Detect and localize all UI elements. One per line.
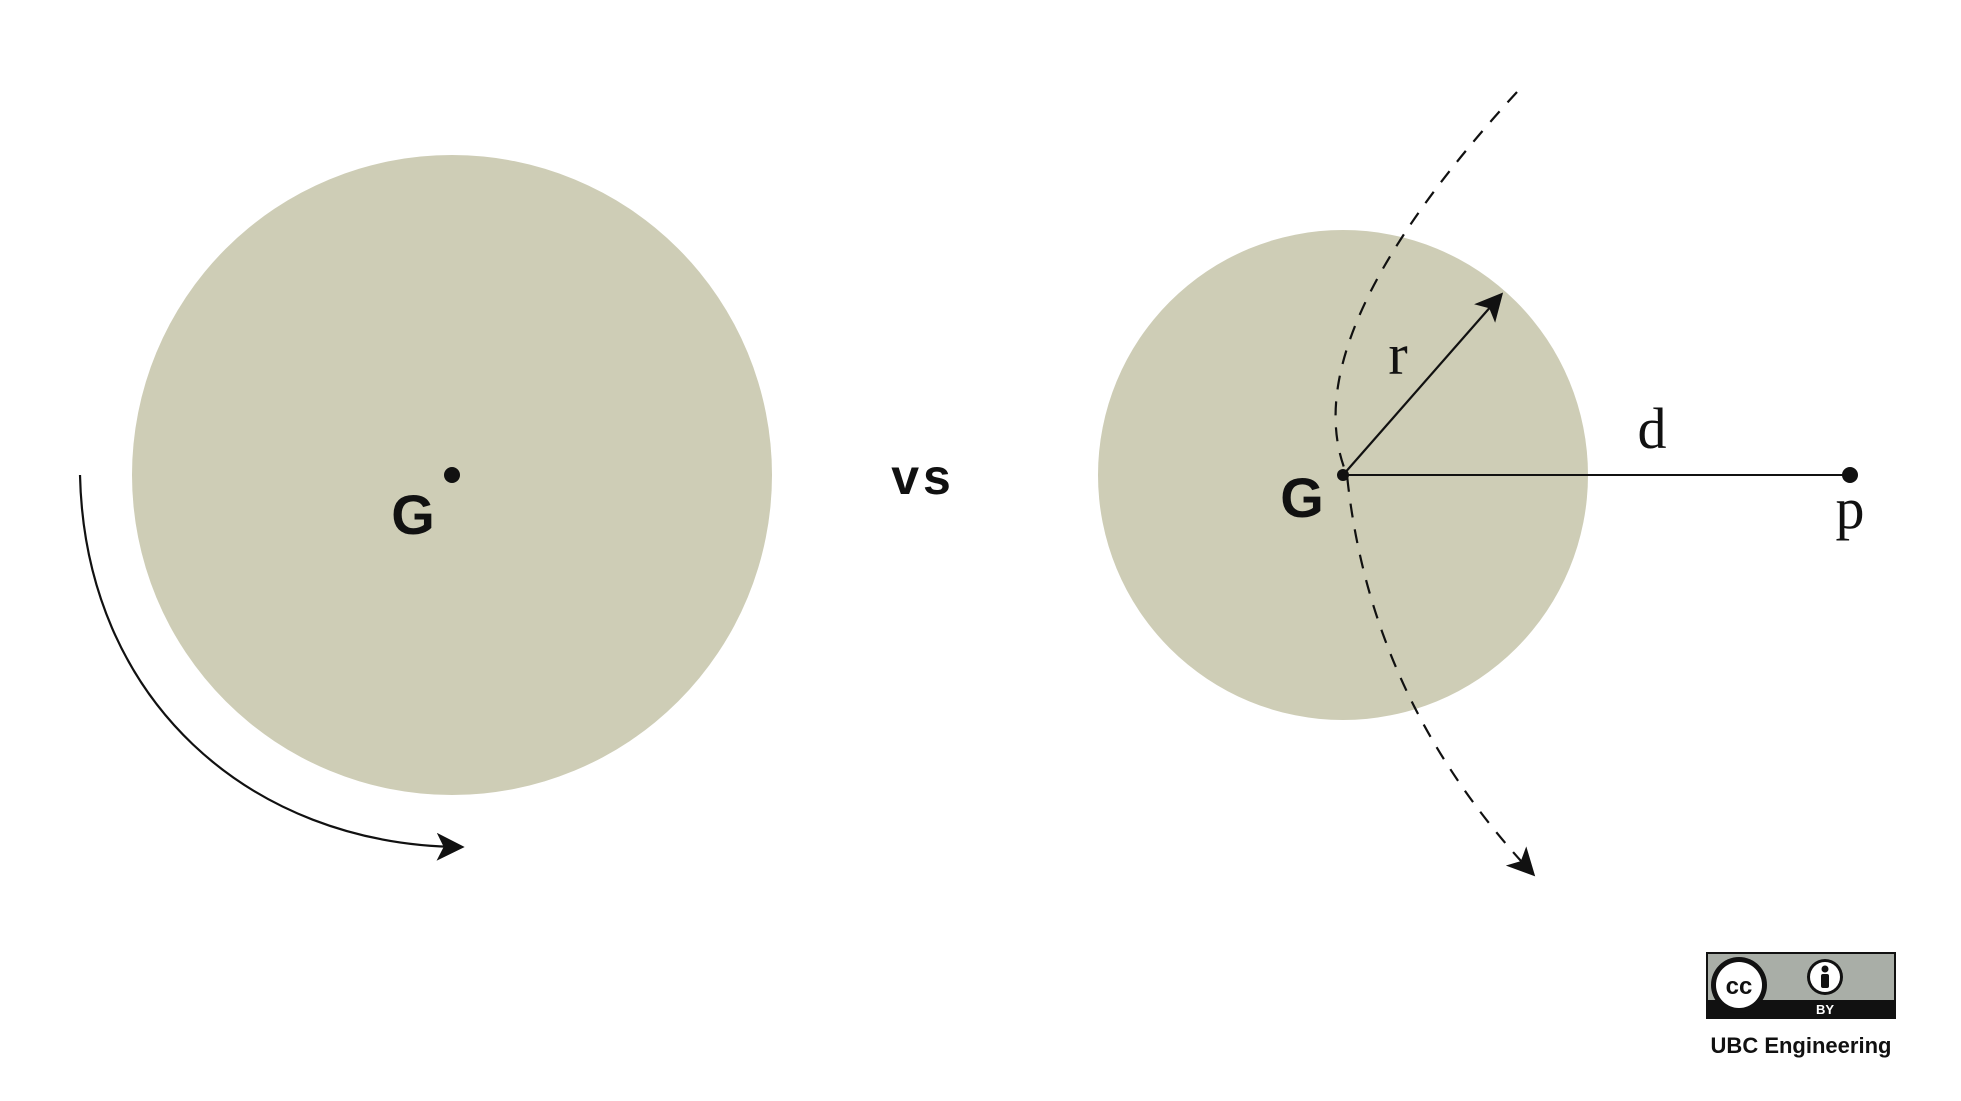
right-center-of-mass-dot — [1337, 469, 1349, 481]
cc-by-badge-icon: cc BY — [1706, 952, 1896, 1019]
right-figure: G r d p — [1098, 91, 1865, 877]
cc-by-label: BY — [1816, 1002, 1834, 1017]
license-badge: cc BY UBC Engineering — [1706, 952, 1896, 1058]
credit-text: UBC Engineering — [1711, 1033, 1892, 1058]
point-label: p — [1836, 476, 1865, 541]
left-figure: G — [78, 155, 772, 861]
radius-arrow — [1342, 292, 1504, 476]
svg-text:cc: cc — [1726, 973, 1753, 1000]
right-center-label: G — [1280, 466, 1324, 529]
radius-label: r — [1388, 322, 1407, 387]
curved-arrow-icon — [78, 474, 465, 861]
distance-label: d — [1638, 396, 1667, 461]
dashed-arc-arrow-icon — [1334, 91, 1536, 877]
point-p-dot — [1842, 467, 1858, 483]
comparison-text: vs — [891, 449, 955, 505]
left-center-label: G — [391, 483, 435, 546]
left-center-of-mass-dot — [444, 467, 460, 483]
